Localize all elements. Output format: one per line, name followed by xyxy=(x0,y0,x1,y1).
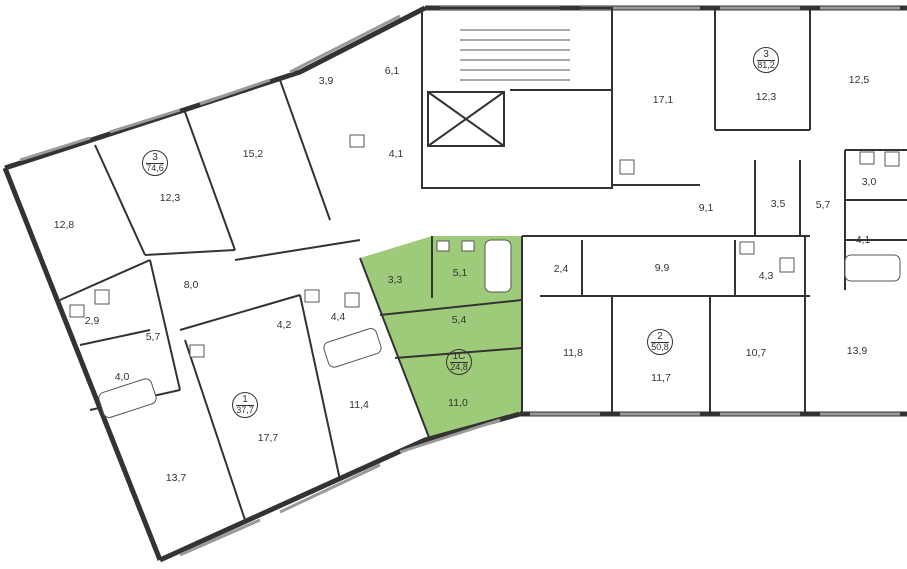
room-area-label: 2,4 xyxy=(553,262,569,275)
apartment-badge-3-left[interactable]: 3 74,6 xyxy=(142,150,168,176)
apartment-rooms: 2 xyxy=(657,331,663,342)
apartment-badge-1c[interactable]: 1С 24,8 xyxy=(446,349,472,375)
badge-divider xyxy=(236,405,254,406)
room-area-label: 4,1 xyxy=(388,147,404,160)
badge-divider xyxy=(146,163,164,164)
room-area-label: 4,4 xyxy=(330,310,346,323)
room-area-label: 13,7 xyxy=(165,471,187,484)
badge-divider xyxy=(651,342,669,343)
badge-divider xyxy=(450,362,468,363)
apartment-area: 24,8 xyxy=(450,362,468,372)
room-area-label: 4,2 xyxy=(276,318,292,331)
room-area-label: 2,9 xyxy=(84,314,100,327)
room-area-label: 3,0 xyxy=(861,175,877,188)
room-area-label: 9,9 xyxy=(654,261,670,274)
stair-steps xyxy=(460,29,570,81)
apartment-area: 81,2 xyxy=(757,60,775,70)
room-area-label: 12,3 xyxy=(159,191,181,204)
room-area-label: 9,1 xyxy=(698,201,714,214)
room-area-label: 6,1 xyxy=(384,64,400,77)
room-area-label: 5,7 xyxy=(145,330,161,343)
room-area-label: 5,4 xyxy=(451,313,467,326)
apartment-rooms: 3 xyxy=(152,152,158,163)
room-area-label: 3,5 xyxy=(770,197,786,210)
apartment-badge-3-right[interactable]: 3 81,2 xyxy=(753,47,779,73)
interior-walls xyxy=(59,7,907,521)
fixtures xyxy=(69,134,901,418)
apartment-area: 74,6 xyxy=(146,163,164,173)
room-area-label: 3,9 xyxy=(318,74,334,87)
room-area-label: 11,0 xyxy=(448,396,468,409)
apartment-area: 50,8 xyxy=(651,342,669,352)
apartment-rooms: 3 xyxy=(763,49,769,60)
apartment-area: 37,7 xyxy=(236,405,254,415)
room-area-label: 12,3 xyxy=(755,90,777,103)
apartment-badge-2[interactable]: 2 50,8 xyxy=(647,329,673,355)
room-area-label: 17,7 xyxy=(257,431,279,444)
highlighted-apartment-area[interactable] xyxy=(360,236,522,440)
room-area-label: 8,0 xyxy=(183,278,199,291)
room-area-label: 17,1 xyxy=(652,93,674,106)
room-area-label: 12,5 xyxy=(848,73,870,86)
room-area-label: 4,1 xyxy=(855,233,871,246)
badge-divider xyxy=(757,60,775,61)
apartment-badge-1[interactable]: 1 37,7 xyxy=(232,392,258,418)
room-area-label: 4,0 xyxy=(114,370,130,383)
room-area-label: 11,7 xyxy=(651,371,671,384)
apartment-rooms: 1 xyxy=(242,394,248,405)
room-area-label: 5,7 xyxy=(815,198,831,211)
room-area-label: 4,3 xyxy=(758,269,774,282)
room-area-label: 10,7 xyxy=(745,346,767,359)
room-area-label: 11,8 xyxy=(563,346,583,359)
room-area-label: 5,1 xyxy=(452,266,468,279)
room-area-label: 11,4 xyxy=(349,398,369,411)
room-area-label: 15,2 xyxy=(242,147,264,160)
apartment-rooms: 1С xyxy=(452,351,466,362)
room-area-label: 3,3 xyxy=(387,273,403,286)
room-area-label: 12,8 xyxy=(53,218,75,231)
room-area-label: 13,9 xyxy=(846,344,868,357)
